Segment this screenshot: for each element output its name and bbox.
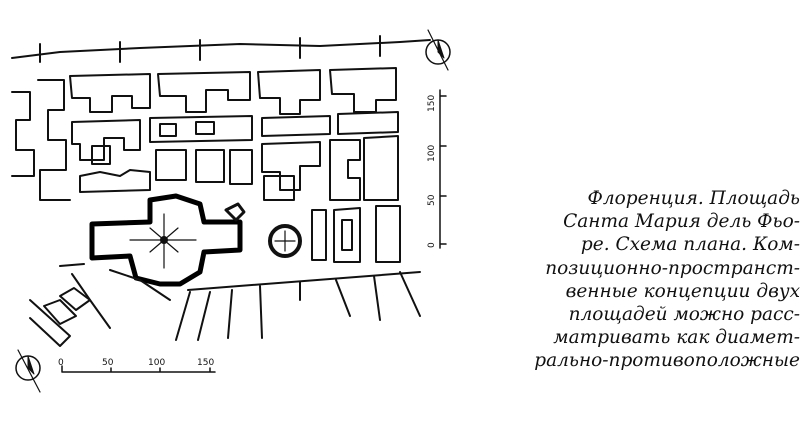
scale-tick-label: 100 — [427, 145, 437, 162]
building-block — [375, 205, 401, 263]
scale-tick-label: 50 — [427, 194, 437, 206]
street-outline — [187, 271, 421, 291]
building-block — [159, 121, 215, 137]
campanile-icon — [224, 202, 246, 222]
building-block — [311, 209, 327, 261]
north-arrow-icon — [15, 349, 41, 393]
caption-line: Санта Мария дель Фьо- — [563, 211, 800, 233]
figure-caption: Флоренция. Площадь Санта Мария дель Фьо-… — [505, 187, 800, 373]
caption-line: матривать как диамет- — [553, 327, 800, 349]
caption-line: рально-противоположные — [534, 350, 800, 372]
city-plan-drawing: 0 50 100 150 150 100 50 0 — [11, 29, 451, 393]
building-block — [333, 207, 361, 263]
caption-line: площадей можно расс- — [568, 304, 800, 326]
scale-bar-bottom: 0 50 100 150 — [58, 358, 216, 373]
building-block — [37, 79, 71, 201]
building-block — [263, 175, 295, 201]
building-block — [91, 145, 111, 165]
scale-tick-label: 50 — [102, 358, 114, 368]
caption-line: позиционно-пространст- — [545, 257, 800, 279]
building-block — [261, 115, 331, 137]
building-block — [149, 115, 253, 143]
building-block — [71, 119, 141, 161]
building-block — [79, 169, 151, 193]
street-outline — [39, 35, 381, 63]
scale-tick-label: 0 — [427, 242, 437, 248]
street-outline — [59, 263, 171, 329]
street-outline — [175, 271, 421, 341]
building-block — [43, 287, 91, 325]
building-block — [11, 91, 35, 177]
scale-tick-label: 100 — [148, 358, 165, 368]
scale-tick-label: 150 — [427, 95, 437, 112]
caption-line: венные концепции двух — [565, 280, 800, 302]
building-block — [329, 67, 397, 113]
building-block — [261, 141, 321, 191]
scale-tick-label: 150 — [197, 358, 214, 368]
building-block — [329, 139, 361, 201]
building-block — [257, 69, 321, 115]
north-arrow-icon — [425, 29, 451, 71]
building-block — [29, 299, 71, 347]
building-block — [69, 73, 151, 113]
scale-tick-label: 0 — [58, 358, 64, 368]
street-outline — [11, 39, 431, 59]
baptistery-plan-icon — [268, 224, 302, 258]
building-block — [363, 135, 399, 201]
caption-line: Флоренция. Площадь — [587, 188, 800, 209]
cathedral-plan-icon — [89, 193, 243, 287]
building-block — [337, 111, 399, 135]
building-block — [155, 149, 253, 185]
caption-line: ре. Схема плана. Ком- — [580, 234, 800, 256]
building-block — [157, 71, 251, 113]
scale-bar-right: 150 100 50 0 — [427, 89, 447, 249]
